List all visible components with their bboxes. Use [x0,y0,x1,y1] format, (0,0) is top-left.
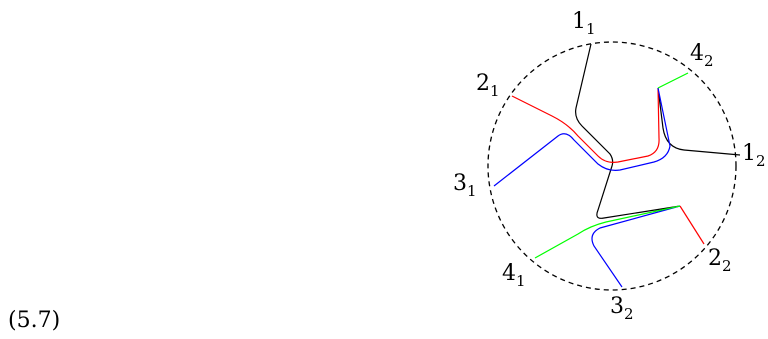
endpoint-label-3-1: 31 [453,171,477,200]
endpoint-label-2-2: 22 [708,246,732,275]
strand-3b [591,205,681,288]
equation-number: (5.7) [8,308,61,333]
endpoint-label-4-2: 42 [690,41,714,70]
boundary-circle [487,41,737,291]
strand-2b [679,205,705,245]
strand-2 [511,87,660,163]
endpoint-label-1-2: 12 [742,141,766,170]
strand-1 [575,43,681,219]
endpoint-label-4-1: 41 [502,261,526,290]
endpoint-label-2-1: 21 [476,71,500,100]
strand-3 [493,87,671,187]
strand-4 [534,205,681,259]
strand-4b [657,72,689,89]
endpoint-label-3-2: 32 [610,294,634,323]
endpoint-label-1-1: 11 [572,9,596,38]
